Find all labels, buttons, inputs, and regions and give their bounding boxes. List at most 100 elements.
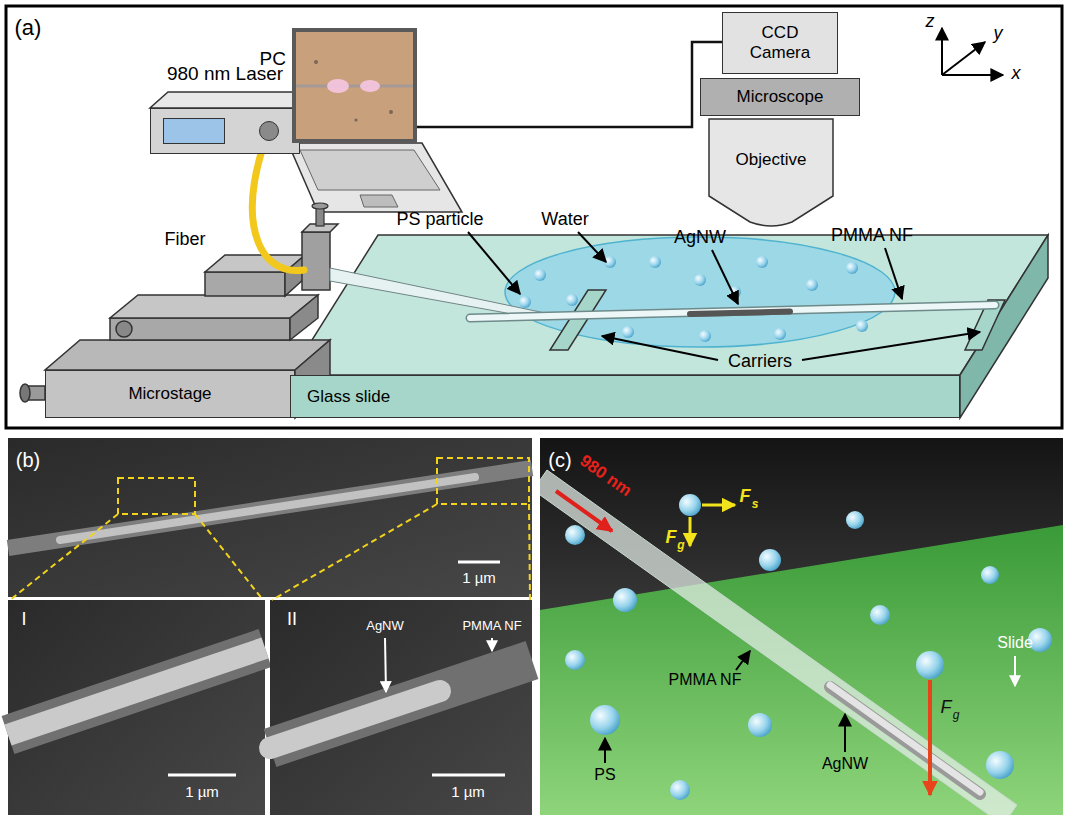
glass-slide: Glass slide [290, 375, 960, 418]
microscope-box: Microscope [700, 78, 860, 116]
panel-a-drawing [756, 256, 768, 268]
panel-a-drawing [205, 272, 285, 296]
panel-a-drawing [6, 6, 1062, 428]
scale-bar-label: 1 µm [451, 784, 485, 801]
panel-b-sem-images [60, 477, 475, 540]
panel-a-drawing [302, 232, 330, 290]
part-label: Carriers [728, 352, 792, 372]
cable-connector [417, 42, 722, 127]
panel-a-drawing [602, 336, 718, 360]
panel-b-sem-images [8, 648, 265, 735]
panel-a-drawing [534, 269, 546, 281]
panel-a-drawing [468, 232, 520, 294]
screen-image [389, 110, 393, 114]
panel-a-drawing [806, 279, 818, 291]
panel-a-drawing [622, 326, 634, 338]
panel-a-drawing [802, 332, 980, 360]
panel-a-drawing [712, 250, 738, 304]
panel-c-rendering [679, 494, 701, 516]
panel-c-rendering [565, 525, 585, 545]
panel-c-rendering [736, 651, 750, 670]
panel-c-rendering [702, 504, 735, 507]
part-label: AgNW [674, 228, 726, 248]
panel-a-drawing [300, 150, 440, 190]
panel-a-drawing [578, 232, 606, 262]
panel-b-sem-images [8, 648, 265, 735]
panel-c-rendering [540, 438, 1063, 815]
panel-a-drawing [846, 262, 858, 274]
panel-b-sem-images [270, 600, 532, 815]
force-symbol: F [666, 528, 677, 548]
panel-b-sem-images [270, 660, 532, 748]
axis-label: y [994, 24, 1003, 44]
camera-box: CCD Camera [722, 12, 838, 74]
panel-a-drawing [288, 143, 462, 212]
screen-image [296, 32, 413, 139]
panel-c-rendering [670, 780, 690, 800]
panel-b-sem-images [437, 458, 529, 504]
panel-a-drawing [110, 318, 290, 340]
panel-a-drawing [6, 6, 1062, 428]
panel-c-rendering [540, 438, 1063, 815]
node-label: Microscope [737, 87, 824, 107]
pc-screen: PC [292, 28, 417, 143]
part-label: AgNW [366, 619, 404, 633]
objective-outline [708, 118, 834, 230]
panel-a-drawing [694, 274, 706, 286]
screen-image [296, 32, 413, 139]
panel-a-drawing [330, 268, 545, 320]
panel-c-rendering [1014, 656, 1016, 686]
scale-bar-label: 1 µm [185, 784, 219, 801]
panel-c-rendering [986, 751, 1014, 779]
inset-label: I [21, 610, 26, 630]
node-label: Objective [736, 150, 807, 170]
panel-c-rendering [604, 738, 606, 763]
force-subscript: g [677, 539, 684, 552]
panel-a-drawing [470, 305, 995, 318]
panel-c-rendering [759, 549, 781, 571]
part-label: PMMA NF [669, 671, 742, 689]
panel-b-sem-images [432, 774, 505, 777]
panel-a-drawing [960, 235, 1048, 418]
panel-b-sem-images [195, 514, 263, 600]
panel-a-drawing [360, 195, 398, 207]
panel-a-drawing [290, 235, 1048, 375]
panel-c-rendering [748, 713, 772, 737]
microstage-block: Microstage [45, 370, 295, 418]
panel-b-sem-images [8, 438, 532, 815]
laser-box: 980 nm Laser [150, 108, 300, 154]
panel-c-rendering [981, 566, 999, 584]
axis-label: x [1012, 64, 1021, 84]
panel-a-drawing [649, 256, 661, 268]
part-label: Fiber [164, 230, 205, 250]
panel-a-drawing [519, 296, 531, 308]
laser-display [163, 118, 225, 144]
axis-label: z [926, 12, 935, 32]
panel-c-rendering [846, 511, 864, 529]
panel-letter: (b) [16, 449, 40, 471]
part-label: PS particle [396, 210, 483, 230]
panel-a-drawing [856, 320, 868, 332]
panel-c-rendering [590, 705, 620, 735]
panel-c-rendering [844, 714, 846, 752]
node-label: Glass slide [307, 387, 390, 407]
panel-c-rendering [613, 588, 637, 612]
panel-a-drawing [470, 305, 995, 318]
node-label: CCD Camera [740, 23, 820, 62]
panel-c-rendering [540, 470, 1017, 815]
scale-bar-label: 1 µm [462, 570, 496, 587]
panel-b-sem-images [118, 478, 195, 514]
panel-a-drawing [942, 74, 1003, 76]
panel-c-rendering [830, 685, 980, 792]
panel-a-drawing [774, 328, 786, 340]
panel-b-sem-images [168, 774, 236, 777]
part-label: PMMA NF [462, 619, 521, 633]
wavelength-label: 980 nm [576, 452, 635, 501]
panel-a-drawing [566, 294, 578, 306]
panel-b-sem-images [458, 561, 500, 564]
panel-a-drawing [116, 321, 132, 337]
screen-image [296, 85, 413, 88]
panel-b-sem-images [385, 638, 386, 692]
